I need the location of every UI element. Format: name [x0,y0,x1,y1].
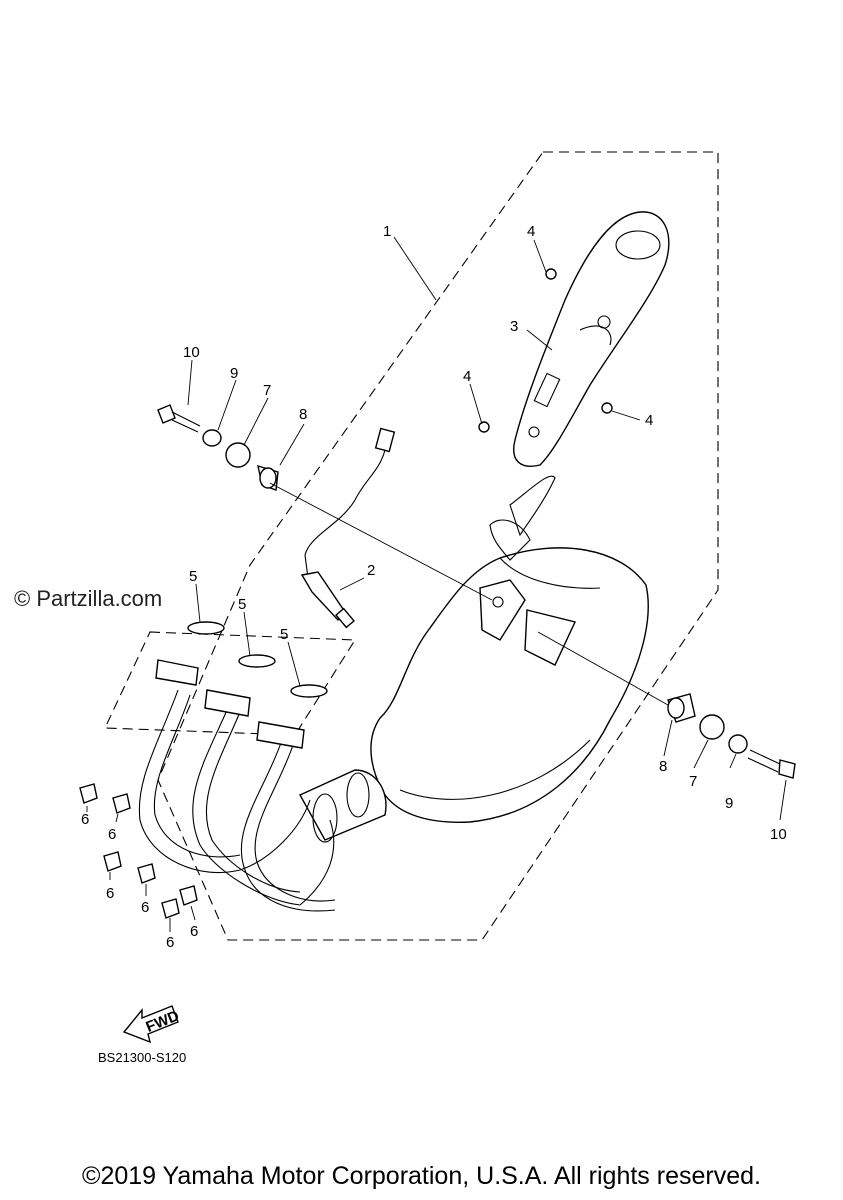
pipe-set-boundary [104,631,356,736]
callout-8-right: 8 [659,758,667,775]
callout-5-a: 5 [189,568,197,585]
callout-6-e: 6 [166,934,174,951]
left-mount-hardware [157,404,279,491]
callout-6-d: 6 [141,899,149,916]
callout-1: 1 [383,223,391,240]
pipe-flanges [155,659,305,749]
fwd-arrow: FWD [122,1005,182,1044]
partzilla-watermark: © Partzilla.com [14,586,163,611]
exhaust-pipes [138,689,336,912]
callout-4-right: 4 [645,412,653,429]
callout-2: 2 [367,562,375,579]
callout-7-right: 7 [689,773,697,790]
callout-6-c: 6 [106,885,114,902]
callout-3: 3 [510,318,518,335]
callout-5-c: 5 [280,626,288,643]
o2-sensor [300,427,396,629]
heat-protector [513,211,670,467]
right-mount-hardware [667,693,796,779]
copyright-notice: ©2019 Yamaha Motor Corporation, U.S.A. A… [82,1162,761,1190]
diagram-code: BS21300-S120 [98,1050,187,1065]
callout-10-right: 10 [770,826,787,843]
protector-screws [478,268,613,433]
callout-8-left: 8 [299,406,307,423]
callout-4-top: 4 [527,223,535,240]
callout-5-b: 5 [238,596,246,613]
callout-6-f: 6 [190,923,198,940]
assembly-boundary [157,151,719,941]
callout-4-left: 4 [463,368,471,385]
callout-6-a: 6 [81,811,89,828]
leader-lines [86,236,787,932]
mount-axis-right [537,631,669,706]
gaskets [187,621,328,698]
callout-9-left: 9 [230,365,238,382]
mount-axis-left [269,482,493,601]
flange-nuts [79,783,198,919]
callout-9-right: 9 [725,795,733,812]
link-pipe [299,769,387,843]
fwd-label: FWD [144,1007,182,1036]
callout-10-left: 10 [183,344,200,361]
muffler [370,475,649,823]
callout-7-left: 7 [263,382,271,399]
callout-6-b: 6 [108,826,116,843]
